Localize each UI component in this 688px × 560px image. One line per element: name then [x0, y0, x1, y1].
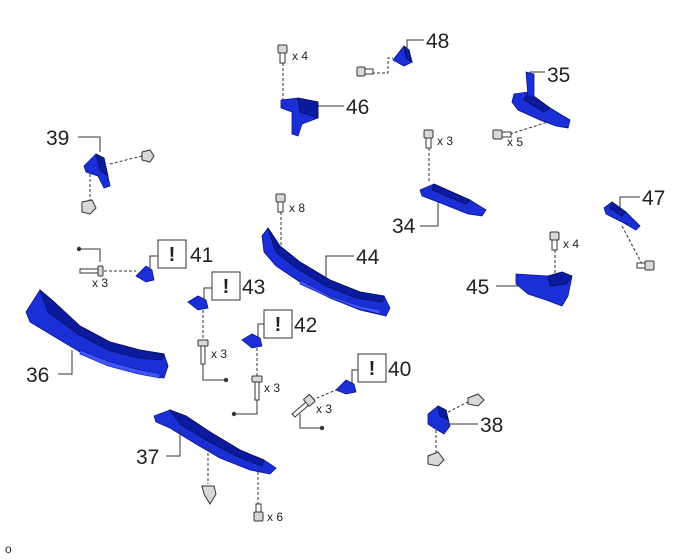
label-39: 39	[46, 127, 69, 150]
qty-37: x 6	[267, 510, 283, 524]
rivet-43	[197, 339, 209, 365]
rivet-42	[251, 375, 263, 401]
clip-37	[201, 485, 217, 505]
warning-41	[157, 239, 187, 269]
label-47: 47	[642, 187, 665, 210]
part-38: 38	[427, 393, 503, 467]
label-45: 45	[466, 276, 489, 299]
corner-mark: o	[5, 542, 12, 556]
bolt-35	[492, 129, 512, 140]
qty-40: x 3	[316, 402, 332, 416]
part-34: x 3 34	[392, 129, 487, 238]
bolt-47	[636, 260, 655, 271]
part-44: x 8 44	[261, 193, 391, 317]
qty-46: x 4	[292, 49, 308, 63]
label-48: 48	[426, 30, 449, 53]
label-37: 37	[136, 446, 159, 469]
label-40: 40	[388, 358, 411, 381]
qty-44: x 8	[289, 201, 305, 215]
qty-43: x 3	[211, 347, 227, 361]
label-38: 38	[480, 414, 503, 437]
label-41: 41	[190, 244, 213, 267]
clip-38b	[427, 451, 445, 467]
part-37: 37 x 6	[136, 409, 283, 524]
bolt-48	[356, 66, 374, 77]
label-35: 35	[547, 64, 570, 87]
part-45: x 4 45	[466, 231, 579, 307]
label-46: 46	[346, 96, 369, 119]
label-43: 43	[242, 276, 265, 299]
part-43: ! 43 x 3	[187, 271, 265, 383]
bolt-45	[549, 231, 560, 251]
bolt-37	[253, 503, 264, 522]
qty-35: x 5	[507, 135, 523, 149]
label-44: 44	[356, 246, 380, 269]
rivet-40	[291, 394, 316, 418]
bolt-44	[275, 193, 286, 213]
label-42: 42	[294, 314, 317, 337]
qty-42: x 3	[264, 381, 280, 395]
clip-39b	[81, 199, 97, 215]
warning-43	[211, 271, 241, 301]
part-47: 47	[603, 187, 665, 271]
bolt-46	[277, 44, 288, 64]
warning-42	[263, 309, 293, 339]
warning-40	[357, 353, 387, 383]
part-35: 35 x 5	[492, 64, 571, 149]
part-42: ! 42 x 3	[231, 309, 317, 417]
qty-45: x 4	[563, 237, 579, 251]
part-41: x 3 ! 41	[76, 239, 213, 290]
bolt-34	[423, 129, 434, 149]
qty-34: x 3	[437, 134, 453, 148]
clip-39a	[141, 149, 155, 163]
warning-43-symbol: !	[223, 276, 230, 298]
label-36: 36	[26, 364, 49, 387]
rivet-41	[79, 265, 104, 277]
part-46: x 4 46	[277, 44, 369, 137]
label-34: 34	[392, 215, 416, 238]
warning-41-symbol: !	[169, 244, 176, 266]
warning-42-symbol: !	[275, 314, 282, 336]
part-48: 48	[356, 30, 449, 77]
clip-38a	[467, 393, 485, 407]
part-39: 39	[46, 127, 155, 215]
part-40: ! 40 x 3	[291, 353, 411, 431]
qty-41: x 3	[92, 276, 108, 290]
warning-40-symbol: !	[369, 358, 376, 380]
part-36: 36	[25, 288, 169, 387]
